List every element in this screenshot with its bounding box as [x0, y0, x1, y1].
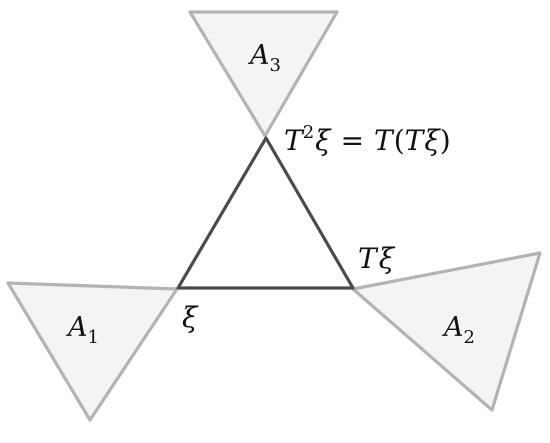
- region-a3-label: A3: [247, 40, 281, 76]
- region-a2-label: A2: [441, 312, 475, 348]
- region-a1-label: A1: [65, 312, 99, 348]
- orbit-triangle: [176, 136, 355, 290]
- region-a1: [6, 281, 179, 422]
- point-xi-label: ξ: [182, 301, 199, 334]
- point-t2-xi-label: T2ξ=T(Tξ): [284, 122, 451, 157]
- point-t-xi-label: Tξ: [358, 242, 396, 275]
- region-a3: [188, 10, 339, 138]
- region-a2: [351, 251, 542, 412]
